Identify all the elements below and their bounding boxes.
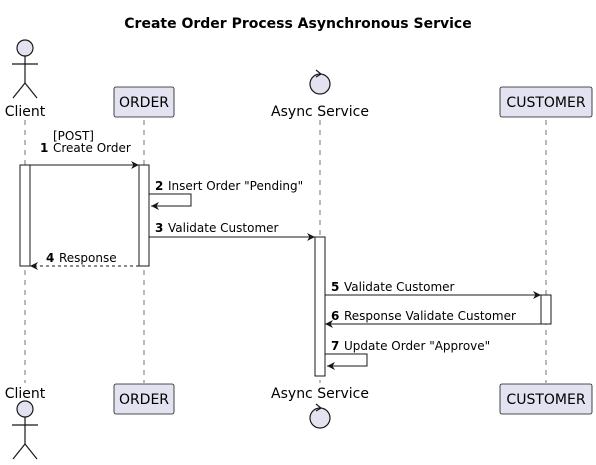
participant-label: CUSTOMER xyxy=(506,95,585,111)
message-label: Validate Customer xyxy=(168,221,279,235)
actor-stickfigure-icon xyxy=(12,39,38,99)
participant-bottom-order: ORDER xyxy=(113,383,175,415)
participant-label: ORDER xyxy=(119,95,169,111)
message-7: 7 Update Order "Approve" xyxy=(325,339,490,370)
message-6: 6 Response Validate Customer xyxy=(325,309,541,328)
activation-bar-customer xyxy=(540,294,552,325)
control-circle-icon xyxy=(309,403,331,429)
message-5: 5 Validate Customer xyxy=(325,280,541,299)
message-label: [POST] xyxy=(53,129,94,143)
participant-label: CUSTOMER xyxy=(506,392,585,408)
participant-label: Async Service xyxy=(271,386,369,402)
message-number: 2 xyxy=(155,179,163,193)
participant-bottom-customer: CUSTOMER xyxy=(499,383,593,415)
message-label: Validate Customer xyxy=(344,280,455,294)
message-3: 3 Validate Customer xyxy=(149,221,315,241)
activation-bar-order xyxy=(138,164,150,267)
diagram-title: Create Order Process Asynchronous Servic… xyxy=(124,16,471,32)
activations-layer xyxy=(19,164,552,377)
activation-bar-async xyxy=(314,236,326,377)
message-number: 3 xyxy=(155,221,163,235)
message-label: Update Order "Approve" xyxy=(344,339,490,353)
message-1: 1 [POST]Create Order xyxy=(25,129,139,169)
participant-label: Client xyxy=(5,386,46,402)
message-number: 5 xyxy=(331,280,339,294)
participant-box: ORDER xyxy=(113,86,175,118)
message-number: 6 xyxy=(331,309,339,323)
message-4: 4 Response xyxy=(30,251,139,270)
actor-stickfigure-icon xyxy=(12,400,38,460)
self-message-arrow-2 xyxy=(149,193,192,210)
control-circle-icon xyxy=(309,69,331,95)
participant-top-customer: CUSTOMER xyxy=(499,86,593,118)
message-label: Response xyxy=(59,251,117,265)
message-number: 4 xyxy=(46,251,54,265)
participant-label: ORDER xyxy=(119,392,169,408)
participant-box: CUSTOMER xyxy=(499,86,593,118)
message-2: 2 Insert Order "Pending" xyxy=(149,179,303,210)
participant-box: CUSTOMER xyxy=(499,383,593,415)
message-label: Create Order xyxy=(53,141,131,155)
participant-top-client: Client xyxy=(5,39,46,120)
messages-layer: 1 [POST]Create Order 2 Insert Order "Pendin… xyxy=(25,129,541,370)
participant-bottom-async: Async Service xyxy=(271,386,369,429)
participant-top-order: ORDER xyxy=(113,86,175,118)
message-label: Insert Order "Pending" xyxy=(168,179,303,193)
activation-bar-client xyxy=(19,164,31,267)
participant-label: Client xyxy=(5,104,46,120)
participant-bottom-client: Client xyxy=(5,386,46,460)
message-number: 1 xyxy=(40,141,48,155)
participant-box: ORDER xyxy=(113,383,175,415)
participant-label: Async Service xyxy=(271,104,369,120)
message-label: Response Validate Customer xyxy=(344,309,516,323)
self-message-arrow-7 xyxy=(325,353,368,370)
message-number: 7 xyxy=(331,339,339,353)
participant-top-async: Async Service xyxy=(271,69,369,120)
